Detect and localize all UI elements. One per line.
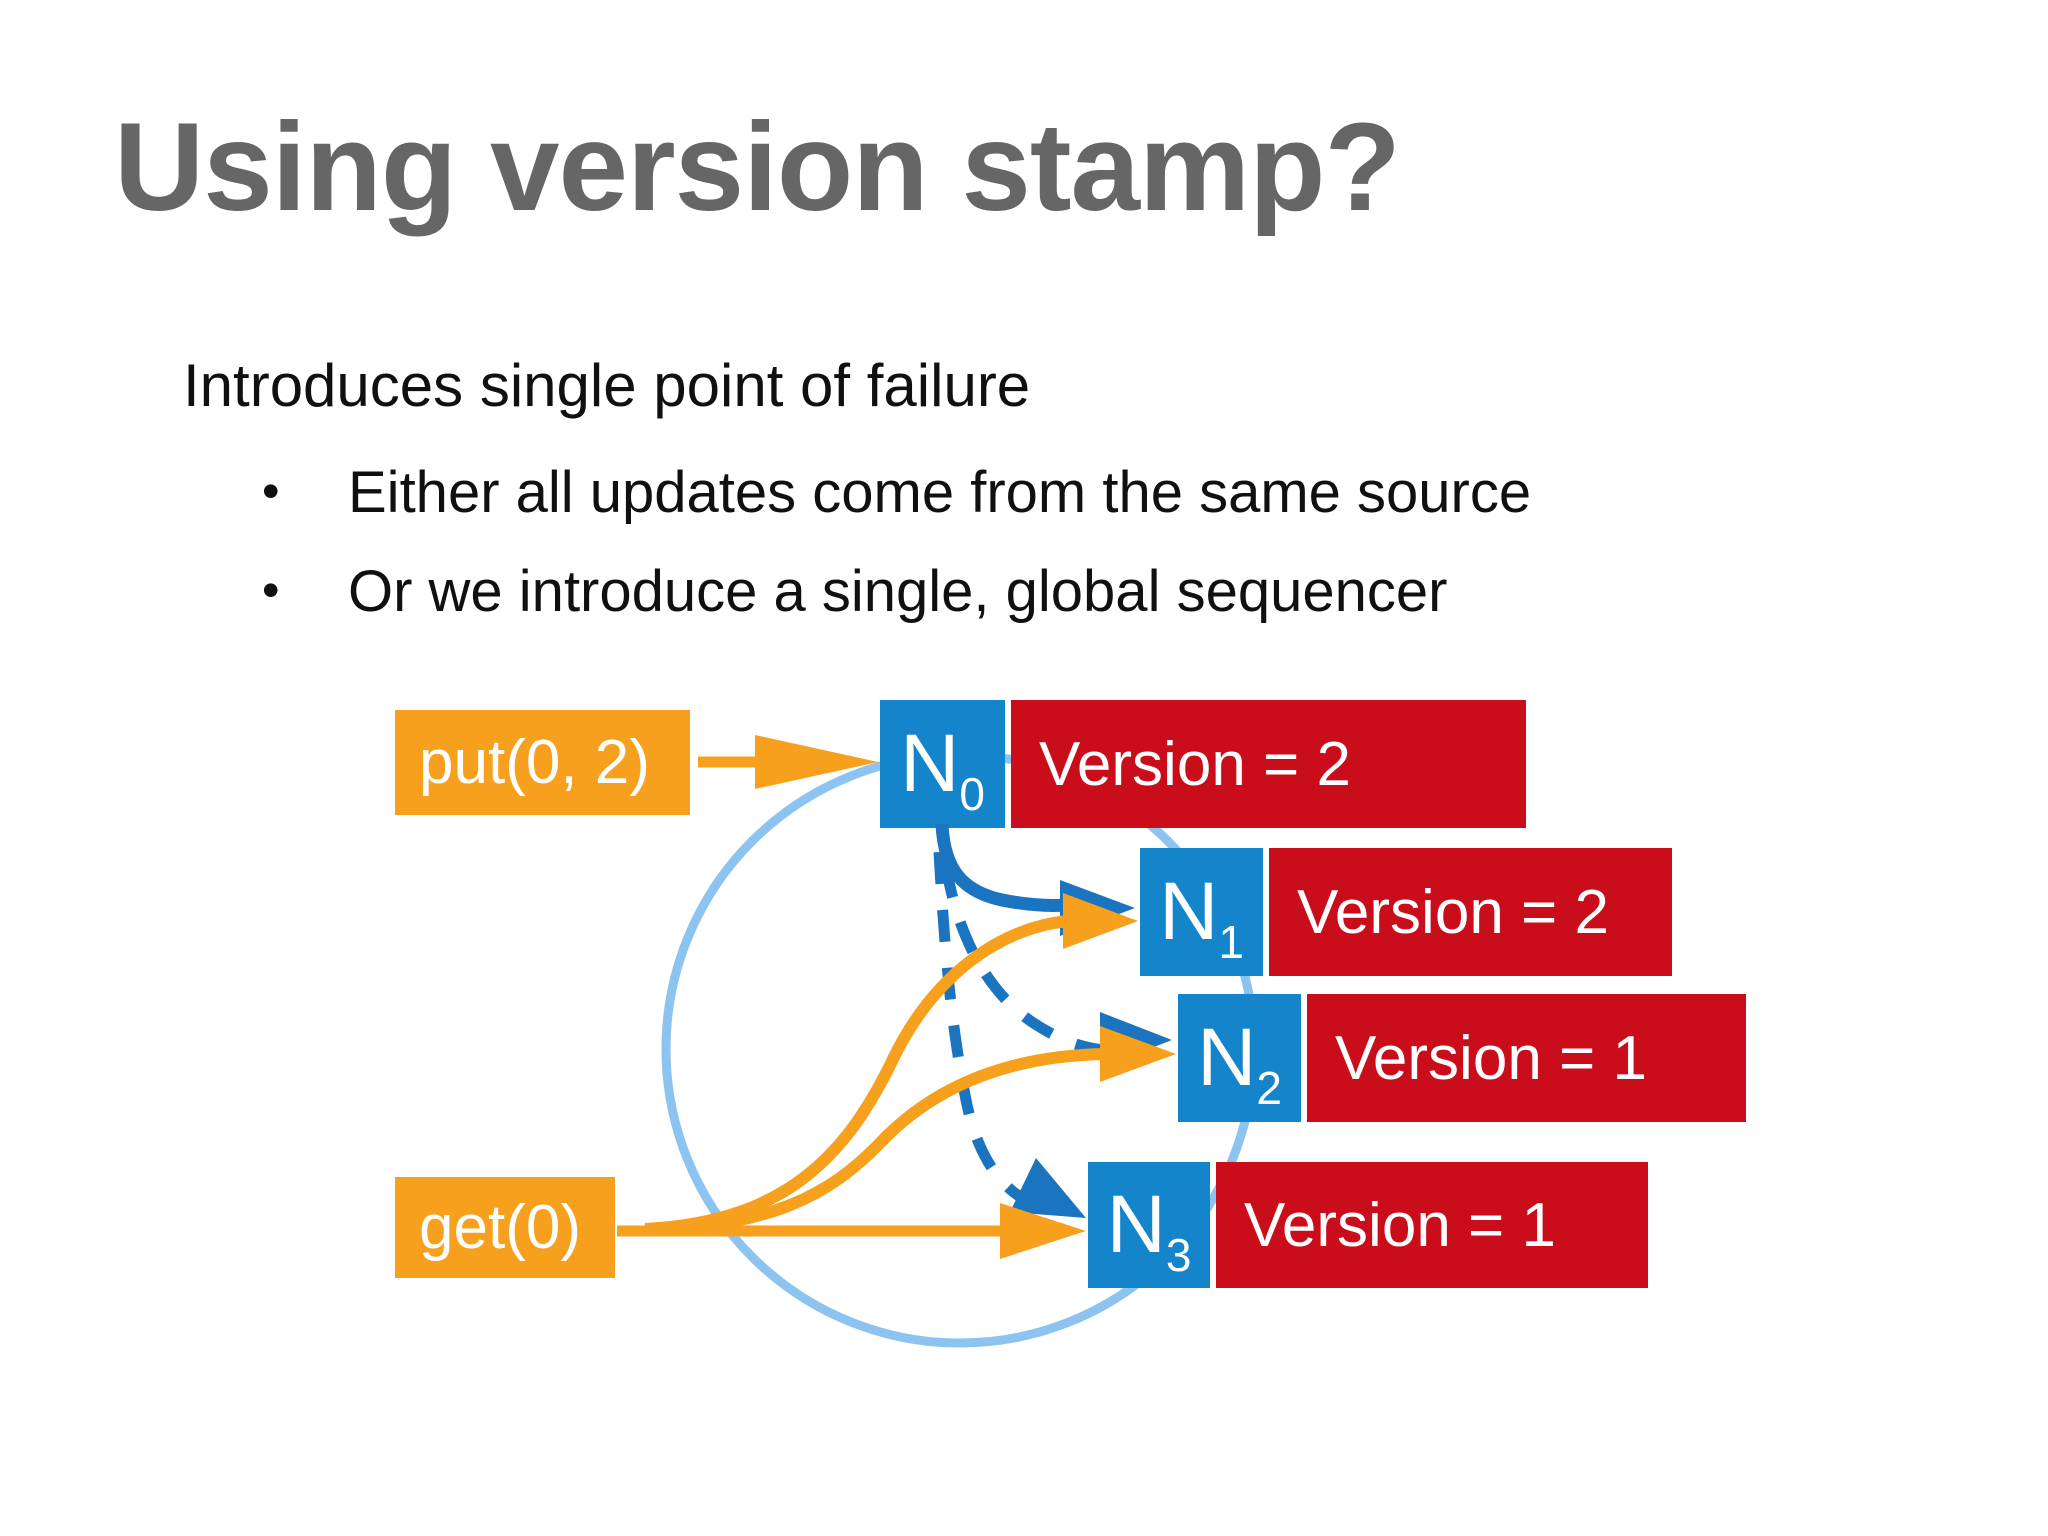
- bullet-item: • Either all updates come from the same …: [262, 458, 1531, 528]
- node-subscript: 1: [1218, 916, 1244, 968]
- node-label: N: [1159, 866, 1219, 957]
- orange-arrowhead-n1: [1063, 893, 1138, 949]
- version-label-box-n1: Version = 2: [1269, 848, 1672, 976]
- get-operation-label: get(0): [419, 1193, 581, 1262]
- get-curve-n1: [644, 915, 1069, 1235]
- node-subscript: 3: [1165, 1229, 1192, 1281]
- version-label: Version = 2: [1039, 729, 1351, 799]
- put-arrowhead: [755, 735, 878, 789]
- put-operation-box: put(0, 2): [395, 710, 690, 815]
- update-arrow-n0-n1: [935, 823, 1067, 912]
- version-label-box-n2: Version = 1: [1307, 994, 1746, 1122]
- bullet-text: Or we introduce a single, global sequenc…: [348, 559, 1448, 624]
- bullet-dot-icon: •: [262, 562, 280, 618]
- bullet-dot-icon: •: [262, 463, 280, 519]
- blue-arrowhead-n2: [1100, 1012, 1172, 1068]
- bullet-item: • Or we introduce a single, global seque…: [262, 557, 1447, 627]
- version-label: Version = 1: [1244, 1190, 1556, 1260]
- version-label: Version = 1: [1335, 1023, 1647, 1093]
- node-label: N: [1106, 1179, 1166, 1270]
- node-label: N: [900, 718, 960, 809]
- slide-heading: Introduces single point of failure: [183, 352, 1031, 419]
- orange-arrowhead-n2: [1100, 1026, 1176, 1082]
- blue-arrowhead-n1: [1060, 880, 1135, 936]
- get-curve-n2: [644, 1048, 1105, 1236]
- version-label: Version = 2: [1297, 877, 1609, 947]
- blue-arrowhead-n3: [1010, 1158, 1086, 1218]
- node-subscript: 2: [1256, 1062, 1282, 1114]
- version-label-box-n3: Version = 1: [1216, 1162, 1648, 1288]
- dashed-arrow-n0-n2: [940, 865, 1105, 1056]
- node-label: N: [1197, 1012, 1257, 1103]
- put-operation-label: put(0, 2): [419, 728, 650, 797]
- get-arrowhead-n3: [1000, 1203, 1086, 1259]
- get-operation-box: get(0): [395, 1177, 615, 1278]
- slide-title: Using version stamp?: [114, 98, 1401, 237]
- node-subscript: 0: [959, 768, 985, 820]
- dashed-arrow-n0-n3: [933, 851, 1026, 1203]
- bullet-text: Either all updates come from the same so…: [348, 460, 1532, 525]
- version-label-box-n0: Version = 2: [1011, 700, 1526, 828]
